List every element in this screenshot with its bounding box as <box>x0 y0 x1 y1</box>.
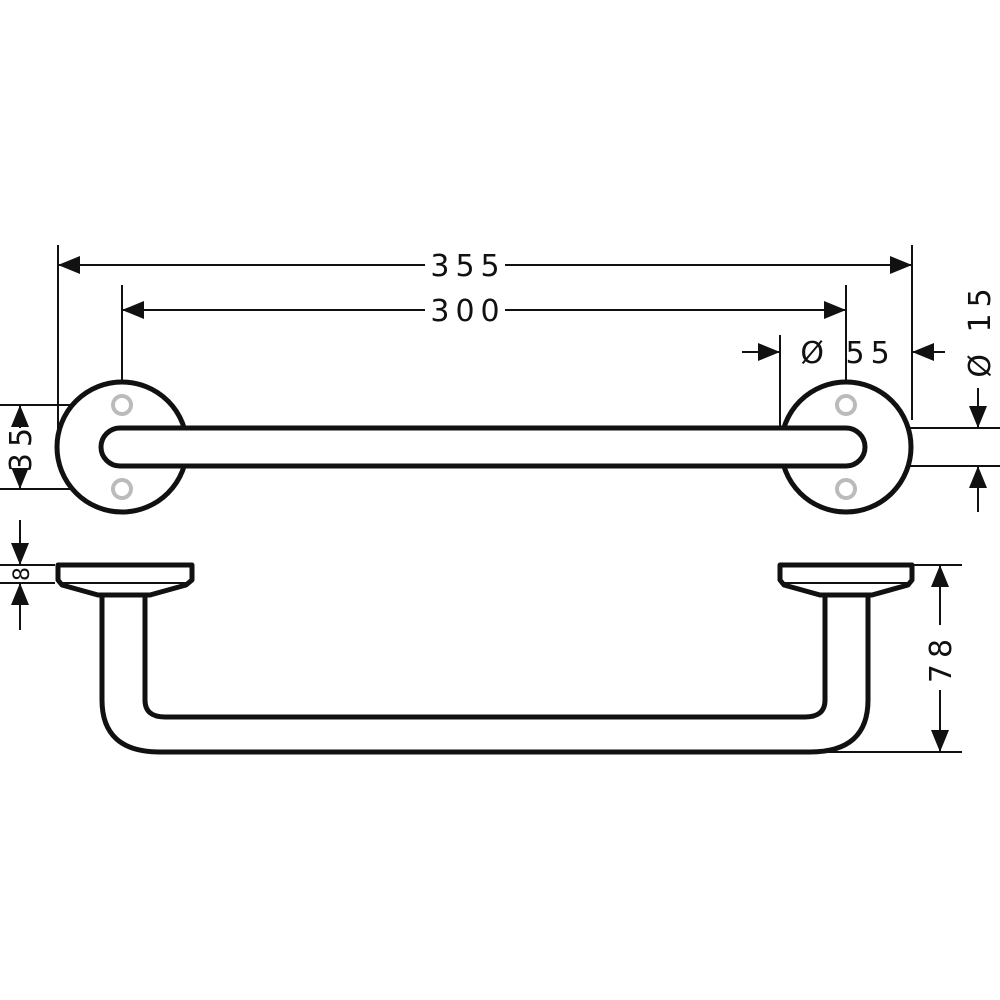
right-plate <box>777 562 915 598</box>
dimension-plate-thickness: 8 <box>10 520 35 630</box>
bar-tube <box>98 425 868 469</box>
bar-tube-side <box>99 589 871 755</box>
dimension-overall-length: 355 <box>58 249 912 284</box>
dimension-label: 8 <box>10 567 35 581</box>
dimension-rosette-diameter: Ø 55 <box>742 336 945 371</box>
dimension-label: 78 <box>924 633 959 683</box>
front-view <box>54 379 914 515</box>
dimension-label: 300 <box>430 294 505 329</box>
dimension-label: Ø 15 <box>963 282 998 377</box>
screw-hole-icon <box>111 478 133 500</box>
dimension-label: 355 <box>430 249 505 284</box>
dimension-label: 35 <box>4 422 39 472</box>
left-plate <box>55 562 195 598</box>
dimension-rosette-hole-spacing: 35 <box>4 405 39 489</box>
side-view <box>55 562 915 755</box>
dimension-tube-diameter: Ø 15 <box>963 282 998 512</box>
dimension-label: Ø 55 <box>800 336 895 371</box>
dimension-projection: 78 <box>924 565 959 752</box>
screw-hole-icon <box>111 394 133 416</box>
screw-hole-icon <box>835 478 857 500</box>
screw-hole-icon <box>835 394 857 416</box>
dimension-hole-spacing: 300 <box>122 294 846 329</box>
